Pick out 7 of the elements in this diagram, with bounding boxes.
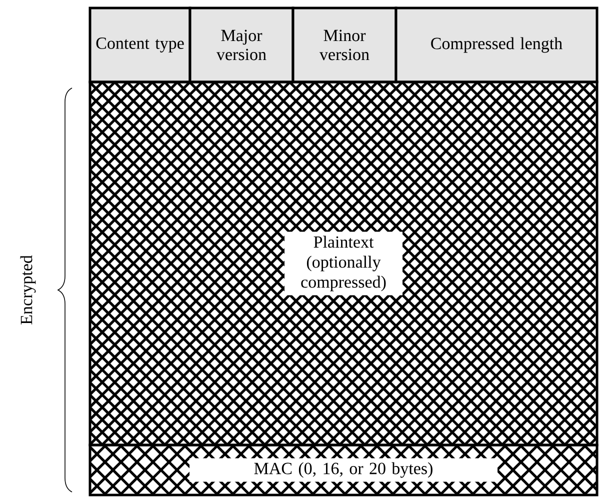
header-cell: Compressed length — [394, 6, 598, 84]
hatched-field: MAC (0, 16, or 20 bytes) — [88, 444, 598, 496]
header-cell: Major version — [188, 6, 294, 84]
header-cell: Content type — [88, 6, 192, 84]
header-cell: Minor version — [292, 6, 398, 84]
hatched-field: Plaintext (optionally compressed) — [88, 80, 598, 446]
side-label: Encrypted — [20, 255, 36, 324]
